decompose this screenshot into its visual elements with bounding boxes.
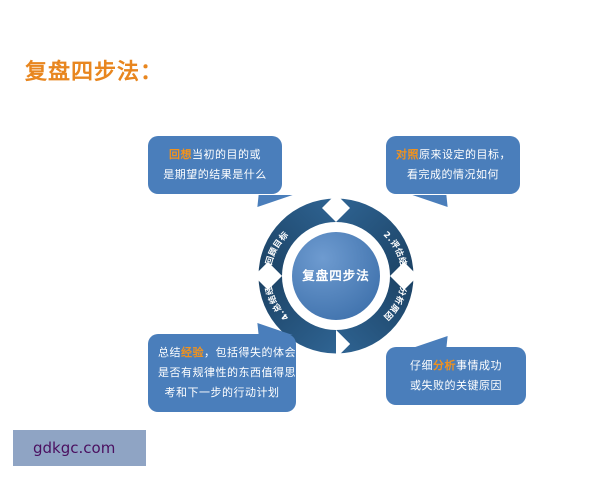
- callout-step-4-line-2: 是否有规律性的东西值得思: [158, 366, 296, 379]
- callout-step-1-highlight: 回想: [169, 148, 192, 161]
- callout-step-2-line-2: 看完成的情况如何: [407, 168, 499, 181]
- cycle-center-label: 复盘四步法: [301, 268, 370, 283]
- callout-step-3-prefix: 仔细: [410, 359, 433, 372]
- callout-step-2-highlight: 对照: [396, 148, 419, 161]
- callout-step-3-line-1-rest: 事情成功: [456, 359, 502, 372]
- cycle-center-disc: [292, 232, 380, 320]
- callout-step-1-line-1: 回想当初的目的或: [158, 145, 272, 165]
- callout-step-4-line-3: 考和下一步的行动计划: [164, 386, 280, 399]
- callout-step-4-line-1-rest: ，包括得失的体会: [204, 346, 296, 359]
- callout-step-3[interactable]: 仔细分析事情成功 或失败的关键原因: [386, 336, 526, 405]
- callout-step-4-highlight: 经验: [181, 346, 204, 359]
- callout-step-4[interactable]: 总结经验，包括得失的体会 是否有规律性的东西值得思 考和下一步的行动计划: [148, 323, 296, 412]
- callout-step-3-tail: [412, 336, 448, 348]
- callout-step-2-tail: [412, 195, 448, 207]
- callout-step-4-prefix: 总结: [158, 346, 181, 359]
- callout-step-4-line-1: 总结经验，包括得失的体会: [158, 343, 296, 363]
- callout-step-1-line-1-rest: 当初的目的或: [192, 148, 261, 161]
- callout-step-4-tail: [257, 323, 293, 335]
- cycle-segment-step-4[interactable]: [254, 262, 350, 358]
- callout-step-3-highlight: 分析: [433, 359, 456, 372]
- callout-step-3-line-1: 仔细分析事情成功: [396, 356, 516, 376]
- callout-step-3-line-2: 或失败的关键原因: [410, 379, 502, 392]
- watermark-text: gdkgc.com: [33, 439, 116, 457]
- callout-step-1-line-2: 是期望的结果是什么: [163, 168, 267, 181]
- callout-step-2[interactable]: 对照原来设定的目标， 看完成的情况如何: [386, 136, 520, 207]
- watermark: gdkgc.com: [13, 430, 146, 466]
- callout-step-2-line-1: 对照原来设定的目标，: [396, 145, 511, 165]
- callout-step-1-tail: [257, 195, 293, 207]
- callout-step-2-line-1-rest: 原来设定的目标，: [419, 148, 511, 161]
- cycle-diagram: 1.回顾目标 2.评估结果 3.分析原因 4.总结经验 复盘四步法: [254, 194, 418, 358]
- page-title: 复盘四步法：: [25, 60, 164, 85]
- callout-step-1[interactable]: 回想当初的目的或 是期望的结果是什么: [148, 136, 293, 207]
